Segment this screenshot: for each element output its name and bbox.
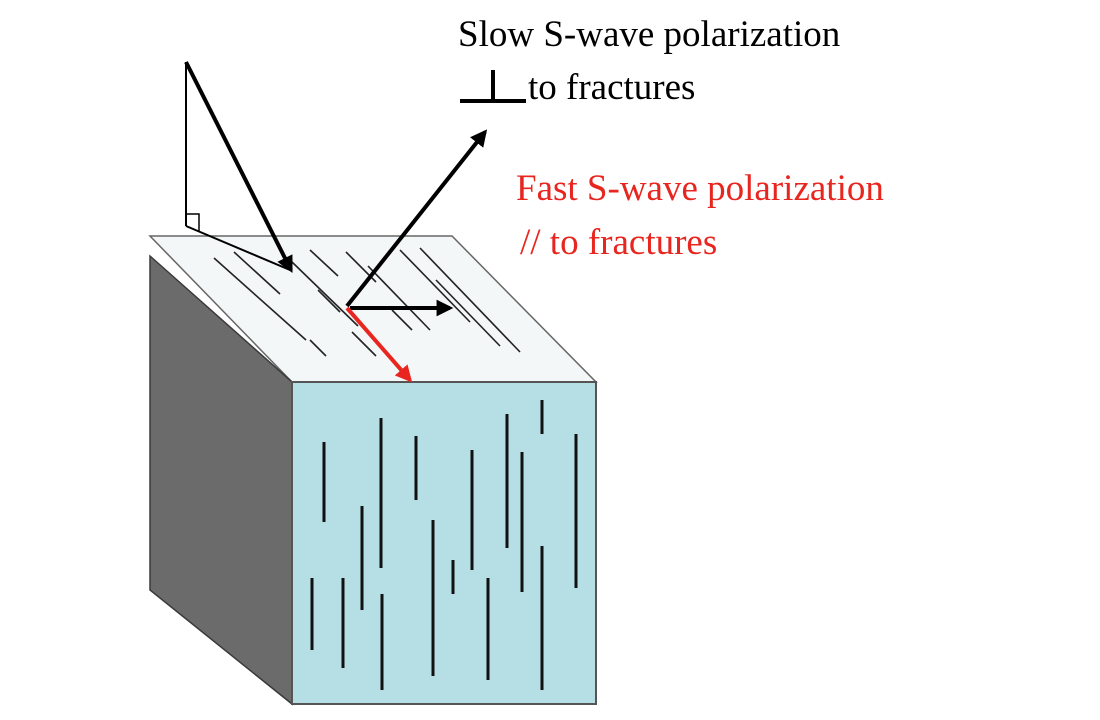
fast-wave-label: Fast S-wave polarization (516, 168, 884, 209)
incident-ray (184, 61, 293, 273)
fast-wave-arrow (345, 306, 413, 383)
perpendicular-symbol (460, 70, 526, 103)
fast-wave-relation: // to fractures (520, 222, 718, 263)
slow-wave-label: Slow S-wave polarization (458, 14, 841, 55)
slow-wave-relation: to fractures (528, 67, 696, 108)
slow-wave-arrow (345, 129, 488, 308)
block-front-face (291, 381, 597, 705)
front-face-fractures (310, 400, 578, 690)
